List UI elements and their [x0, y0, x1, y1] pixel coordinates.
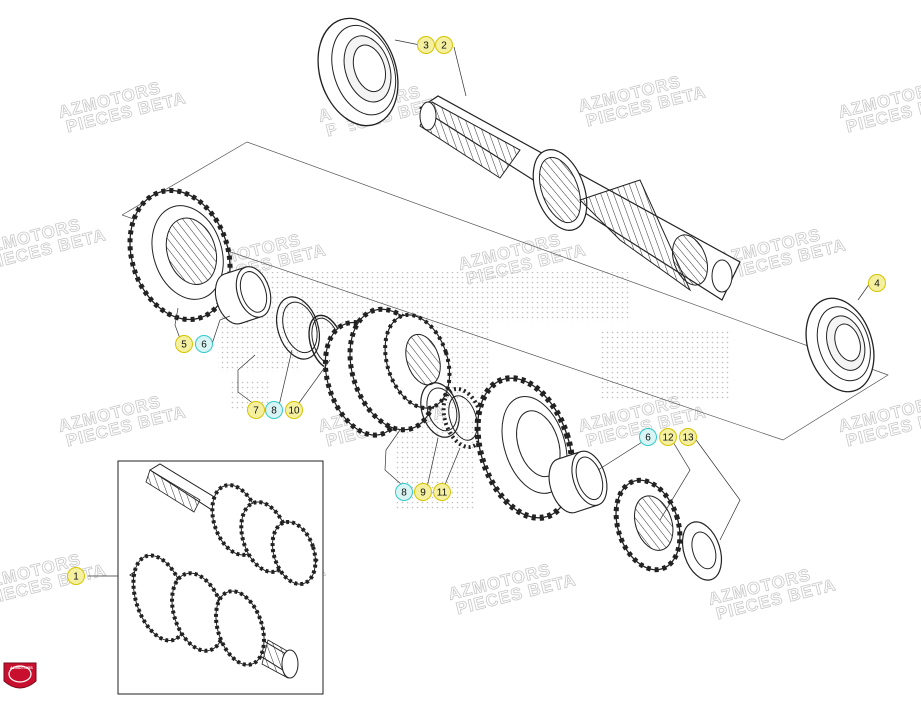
callout-2: 2 — [435, 36, 453, 54]
callout-number: 10 — [288, 406, 300, 417]
callout-number: 11 — [437, 488, 448, 499]
thrust-washer-13 — [681, 521, 723, 581]
inset-lower-shaft — [129, 553, 299, 679]
callout-8: 8 — [265, 401, 283, 419]
callout-number: 2 — [441, 41, 447, 52]
callout-circle — [265, 401, 283, 419]
callout-10: 10 — [285, 401, 303, 419]
callout-number: 4 — [874, 279, 880, 290]
dotted-beta-logo-watermark — [218, 272, 730, 510]
bushing-right — [548, 450, 608, 514]
callout-1: 1 — [67, 567, 85, 585]
callout-number: 12 — [662, 433, 674, 444]
gear-large-right — [474, 375, 576, 521]
callout-number: 5 — [181, 340, 187, 351]
shaft-pinion-gear — [532, 149, 588, 231]
callout-number: 1 — [73, 572, 79, 583]
callout-circle — [414, 483, 432, 501]
callout-9: 9 — [414, 483, 432, 501]
washer-9 — [420, 382, 460, 438]
callout-number: 7 — [253, 406, 259, 417]
callout-circle — [175, 335, 193, 353]
gear-left — [127, 188, 233, 322]
logo-text: AZMOTORS — [10, 665, 33, 670]
washer-7 — [275, 296, 321, 360]
callout-circle — [433, 483, 451, 501]
callout-number: 8 — [271, 406, 277, 417]
callout-circle — [659, 428, 677, 446]
callout-6: 6 — [195, 335, 213, 353]
callout-circle — [868, 274, 886, 292]
callout-5: 5 — [175, 335, 193, 353]
callout-13: 13 — [679, 428, 697, 446]
callout-circle — [247, 401, 265, 419]
assembly-outline — [121, 141, 889, 441]
callout-circle — [67, 567, 85, 585]
callout-11: 11 — [433, 483, 451, 501]
inset-upper-shaft — [145, 463, 319, 587]
gear-cluster-middle — [322, 306, 452, 438]
callout-circle — [639, 428, 657, 446]
callout-number: 6 — [201, 340, 207, 351]
callout-7: 7 — [247, 401, 265, 419]
inset-complete-gearbox — [117, 460, 324, 695]
callout-8: 8 — [395, 483, 413, 501]
callout-circle — [679, 428, 697, 446]
azmotors-logo: AZMOTORS — [3, 662, 37, 689]
callout-number: 8 — [401, 488, 407, 499]
callout-12: 12 — [659, 428, 677, 446]
callout-number: 3 — [423, 41, 429, 52]
bushing-left — [214, 266, 272, 325]
bearing-right — [805, 297, 875, 393]
callout-4: 4 — [868, 274, 886, 292]
callout-circle — [435, 36, 453, 54]
callout-number: 6 — [645, 433, 651, 444]
callout-circle — [395, 483, 413, 501]
callout-number: 13 — [682, 433, 694, 444]
callout-circle — [285, 401, 303, 419]
gear-small-12 — [613, 477, 683, 573]
leader-lines — [88, 39, 871, 577]
bearing-top — [304, 17, 399, 137]
callout-number: 9 — [420, 488, 426, 499]
main-shaft — [418, 95, 741, 301]
callout-circle — [195, 335, 213, 353]
shaft-end-spline — [672, 234, 733, 293]
callout-6: 6 — [639, 428, 657, 446]
callout-circle — [417, 36, 435, 54]
callout-badges: 3 2 4 5 6 7 8 10 8 9 11 6 12 13 1 — [67, 36, 886, 585]
callout-3: 3 — [417, 36, 435, 54]
